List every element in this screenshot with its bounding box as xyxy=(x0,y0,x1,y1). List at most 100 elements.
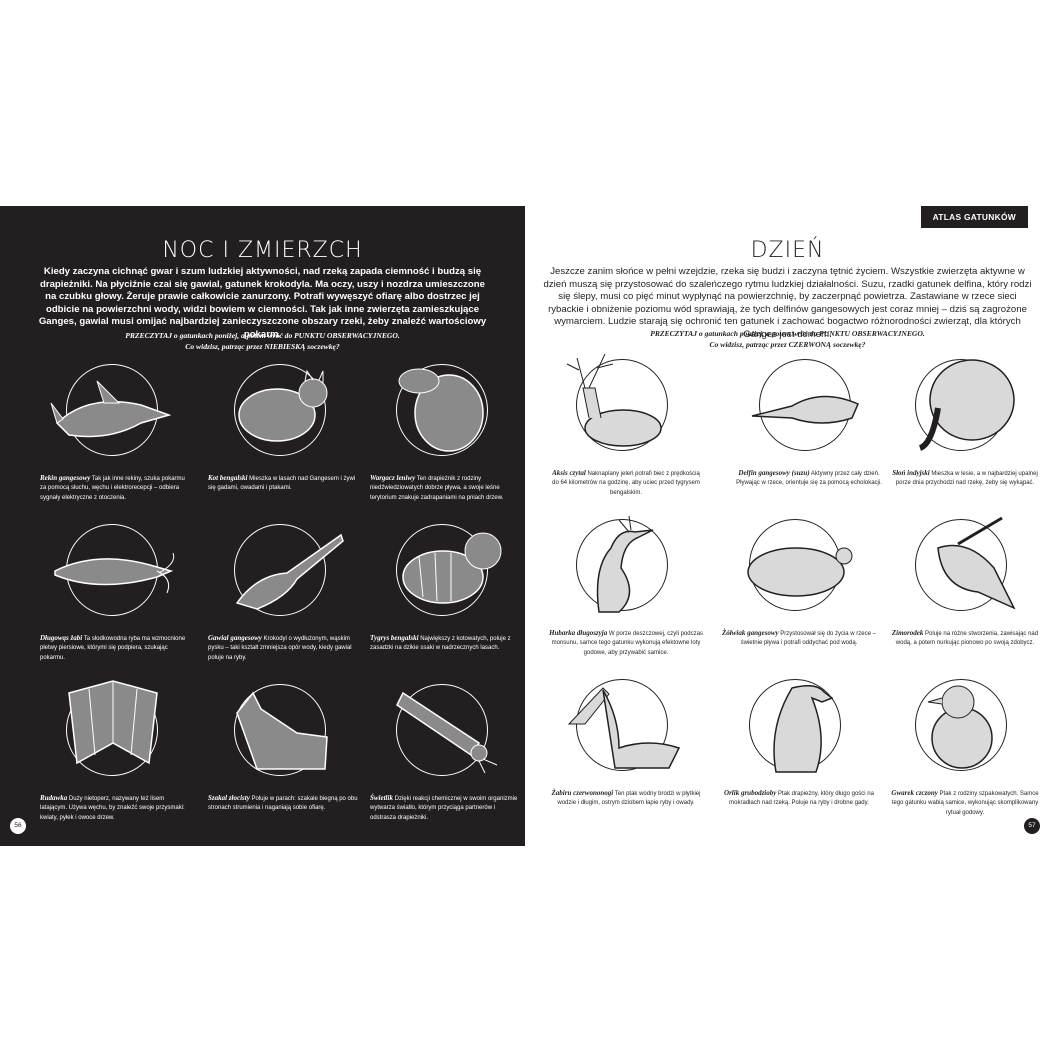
species-caption: Hubarka długoszyja W porze deszczowej, c… xyxy=(548,629,704,658)
kingfisher-icon xyxy=(937,516,1016,610)
species-caption: Długowąs żabi Ta słodkowodna ryba ma wzm… xyxy=(40,634,190,663)
species-caption: Świetlik Dzięki reakcji chemicznej w swo… xyxy=(370,794,520,823)
species-description: W porze deszczowej, czyli podczas monsun… xyxy=(551,631,703,656)
wild-cat-icon xyxy=(238,369,328,442)
species-caption: Aksis czytal Naknaplany jeleń potrafi bi… xyxy=(548,469,704,498)
species-name: Słoń indyjski xyxy=(892,469,930,477)
species-card: Wargacz leniwy Ten drapieżnik z rodziny … xyxy=(370,356,530,506)
species-card: Gawial gangesowy Krokodyl o wydłużonym, … xyxy=(208,516,368,666)
species-caption: Zimorodek Poluje na różne stworzenia, za… xyxy=(887,629,1043,649)
illustration-frame xyxy=(396,684,498,776)
species-card: Rekin gangesowy Tak jak inne rekiny, szu… xyxy=(40,356,200,506)
species-caption: Szakal złocisty Poluje w parach: szakale… xyxy=(208,794,358,814)
eagle-icon xyxy=(773,685,834,773)
species-caption: Rudawka Duży nietoperz, nazywany też lis… xyxy=(40,794,190,823)
elephant-icon xyxy=(918,359,1015,451)
jackal-icon xyxy=(236,691,328,770)
species-card: Delfin gangesowy (suzu) Aktywny przez ca… xyxy=(733,351,893,501)
bat-icon xyxy=(68,680,158,765)
illustration-frame xyxy=(234,524,344,616)
species-description: Dzięki reakcji chemicznej w swoim organi… xyxy=(370,796,518,821)
species-card: Szakal złocisty Poluje w parach: szakale… xyxy=(208,676,368,826)
species-card: Słoń indyjski Mieszka w lesie, a w najba… xyxy=(889,351,1049,501)
species-name: Gawial gangesowy xyxy=(208,634,262,642)
sloth-bear-icon xyxy=(398,368,484,452)
section-badge: ATLAS GATUNKÓW xyxy=(920,206,1028,228)
illustration-frame xyxy=(396,524,502,616)
species-description: Mieszka w lesie, a w najbardziej upalnej… xyxy=(895,471,1038,487)
illustration-frame xyxy=(915,516,1016,611)
species-caption: Kot bengalski Mieszka w lasach nad Gange… xyxy=(208,474,358,494)
species-description: Aktywny przez cały dzień. Pływając w rze… xyxy=(736,471,882,487)
illustration-frame xyxy=(54,524,175,616)
species-caption: Rekin gangesowy Tak jak inne rekiny, szu… xyxy=(40,474,190,503)
species-description: Poluje w parach: szakale biegną po obu s… xyxy=(208,796,358,812)
species-name: Długowąs żabi xyxy=(40,634,83,642)
species-name: Świetlik xyxy=(370,794,393,802)
species-description: Krokodyl o wydłużonym, wąskim pysku – ta… xyxy=(208,636,352,661)
page-number: 56 xyxy=(10,818,26,834)
illustration-frame xyxy=(751,359,859,451)
species-name: Aksis czytal xyxy=(552,469,586,477)
left-page: NOC I ZMIERZCH Kiedy zaczyna cichnąć gwa… xyxy=(0,206,525,846)
species-card: Zimorodek Poluje na różne stworzenia, za… xyxy=(889,511,1049,661)
intro-paragraph: Kiedy zaczyna cichnąć gwar i szum ludzki… xyxy=(38,266,487,340)
intro-paragraph: Jeszcze zanim słońce w pełni wzejdzie, r… xyxy=(543,266,1032,340)
species-caption: Gawial gangesowy Krokodyl o wydłużonym, … xyxy=(208,634,358,663)
species-card: Świetlik Dzięki reakcji chemicznej w swo… xyxy=(370,676,530,826)
species-card: Żabiru czerwononogi Ten ptak wodny brodz… xyxy=(550,671,710,821)
species-name: Żabiru czerwononogi xyxy=(551,789,614,797)
illustration-frame xyxy=(915,359,1015,451)
species-caption: Tygrys bengalski Największy z kotowatych… xyxy=(370,634,520,654)
species-caption: Delfin gangesowy (suzu) Aktywny przez ca… xyxy=(731,469,887,489)
species-caption: Orlik grubodzioby Ptak drapieżny, który … xyxy=(721,789,877,809)
book-spread: NOC I ZMIERZCH Kiedy zaczyna cichnąć gwa… xyxy=(0,206,1050,846)
species-name: Rekin gangesowy xyxy=(40,474,91,482)
illustration-frame xyxy=(50,364,172,456)
species-name: Wargacz leniwy xyxy=(370,474,416,482)
species-caption: Gwarek czczony Ptak z rodziny szpakowaty… xyxy=(887,789,1043,818)
species-card: Aksis czytal Naknaplany jeleń potrafi bi… xyxy=(550,351,710,501)
species-description: Ten ptak wodny brodzi w płytkiej wodzie … xyxy=(557,791,701,807)
catfish-icon xyxy=(54,552,175,594)
species-name: Delfin gangesowy (suzu) xyxy=(738,469,810,477)
myna-icon xyxy=(927,685,993,769)
illustration-frame xyxy=(576,515,668,613)
instruction-line: Co widzisz, patrząc przez NIEBIESKĄ socz… xyxy=(185,342,340,351)
species-card: Kot bengalski Mieszka w lasach nad Gange… xyxy=(208,356,368,506)
instruction-line: PRZECZYTAJ o gatunkach poniżej, a potem … xyxy=(125,331,400,340)
illustration-frame xyxy=(567,679,681,771)
instruction: PRZECZYTAJ o gatunkach poniżej, a potem … xyxy=(60,330,465,352)
species-card: Hubarka długoszyja W porze deszczowej, c… xyxy=(548,511,710,661)
instruction: PRZECZYTAJ o gatunkach poniżej, a potem … xyxy=(585,328,990,350)
species-caption: Wargacz leniwy Ten drapieżnik z rodziny … xyxy=(370,474,520,503)
species-name: Rudawka xyxy=(40,794,68,802)
species-name: Zimorodek xyxy=(891,629,924,637)
deer-icon xyxy=(566,353,662,447)
species-description: Duży nietoperz, nazywany też lisem lataj… xyxy=(40,796,185,821)
page-title: NOC I ZMIERZCH xyxy=(162,238,363,263)
species-name: Gwarek czczony xyxy=(891,789,938,797)
page-number: 57 xyxy=(1024,818,1040,834)
stork-icon xyxy=(567,687,681,769)
bustard-icon xyxy=(596,515,654,613)
species-description: Naknaplany jeleń potrafi biec z prędkośc… xyxy=(552,471,700,496)
species-description: Największy z kotowatych, poluje z zasadz… xyxy=(370,636,511,652)
illustration-frame xyxy=(234,364,328,456)
illustration-frame xyxy=(915,679,1007,771)
firefly-icon xyxy=(396,691,498,774)
species-description: Ta słodkowodna ryba ma wzmocnione płetwy… xyxy=(40,636,186,661)
tiger-icon xyxy=(402,532,502,604)
species-caption: Żółwiak gangesowy Przystosował się do ży… xyxy=(721,629,877,649)
right-page: ATLAS GATUNKÓW DZIEŃ Jeszcze zanim słońc… xyxy=(525,206,1050,846)
species-card: Gwarek czczony Ptak z rodziny szpakowaty… xyxy=(889,671,1049,821)
species-description: Mieszka w lasach nad Gangesem i żywi się… xyxy=(208,476,356,492)
instruction-line: Co widzisz, patrząc przez CZERWONĄ socze… xyxy=(709,340,866,349)
turtle-icon xyxy=(747,547,853,597)
illustration-frame xyxy=(234,684,328,776)
illustration-frame xyxy=(747,519,853,611)
species-description: Ten drapieżnik z rodziny niedźwiedziowat… xyxy=(370,476,504,501)
species-description: Ptak z rodziny szpakowatych. Samce tego … xyxy=(891,791,1039,816)
species-caption: Żabiru czerwononogi Ten ptak wodny brodz… xyxy=(548,789,704,809)
species-card: Żółwiak gangesowy Przystosował się do ży… xyxy=(721,511,883,661)
